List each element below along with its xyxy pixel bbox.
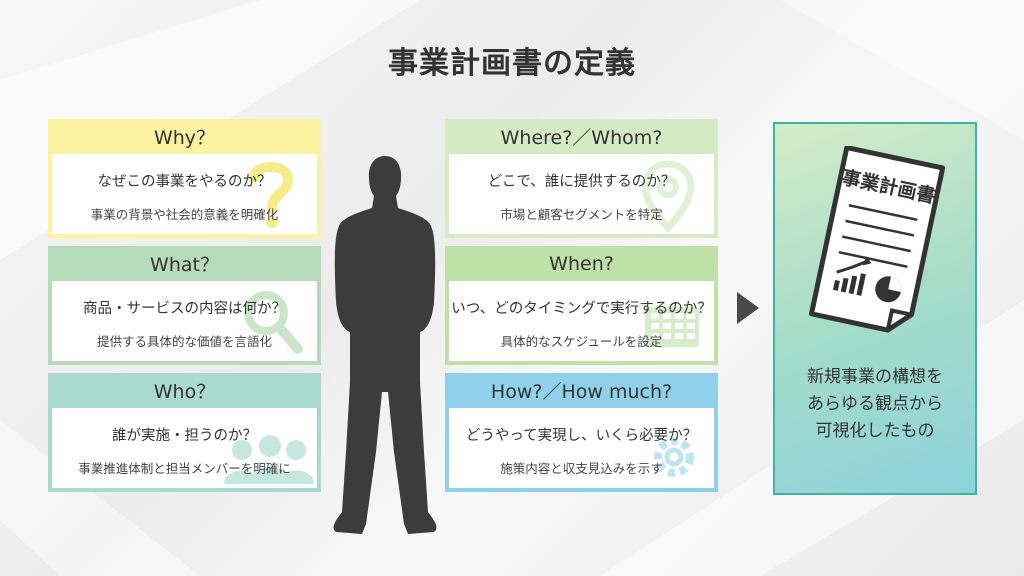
card-why-body: なぜこの事業をやるのか？ 事業の背景や社会的意義を明確化: [52, 154, 317, 234]
magnifier-icon: [244, 291, 303, 354]
card-how-header: How?／How much?: [490, 381, 673, 403]
card-where-body: どこで、誰に提供するのか？ 市場と顧客セグメントを特定: [449, 154, 714, 234]
card-what-body: 商品・サービスの内容は何か？ 提供する具体的な価値を言語化: [52, 281, 317, 361]
card-what-question: 商品・サービスの内容は何か？: [83, 301, 286, 317]
card-why-header: Why？: [153, 127, 216, 149]
card-where-question: どこで、誰に提供するのか？: [487, 174, 676, 190]
card-what-header: What？: [150, 254, 219, 276]
card-who-header: Who？: [153, 381, 216, 403]
result-line-1: 新規事業の構想を: [807, 367, 943, 387]
card-how-question: どうやって実現し、いくら必要か？: [465, 428, 698, 444]
card-how: How?／How much? どうやって実現し、いくら必要か？ 施策内容と収支見…: [445, 373, 718, 492]
card-who-body: 誰が実施・担うのか？ 事業推進体制と担当メンバーを明確に: [52, 408, 317, 488]
card-why-question: なぜこの事業をやるのか？: [97, 174, 272, 190]
card-what: What？ 商品・サービスの内容は何か？ 提供する具体的な価値を言語化: [48, 246, 321, 365]
card-when-question: いつ、どのタイミングで実行するのか？: [451, 301, 712, 317]
card-who-description: 事業推進体制と担当メンバーを明確に: [78, 461, 291, 476]
card-why-description: 事業の背景や社会的意義を明確化: [90, 207, 279, 222]
result-line-3: 可視化したもの: [815, 421, 935, 441]
businessman-silhouette: [333, 156, 437, 534]
arrow-right-icon: [737, 292, 759, 324]
people-icon: [224, 435, 314, 484]
card-where-description: 市場と顧客セグメントを特定: [500, 207, 663, 222]
card-when-header: When?: [549, 252, 614, 275]
card-how-description: 施策内容と収支見込みを示す: [500, 461, 663, 476]
card-how-body: どうやって実現し、いくら必要か？ 施策内容と収支見込みを示す: [449, 408, 714, 488]
card-when-description: 具体的なスケジュールを設定: [500, 334, 663, 349]
result-line-2: あらゆる観点から: [807, 394, 943, 414]
result-box: 事業計画書 新規事業の構想を あらゆる観点から 可視化したもの: [773, 122, 977, 495]
card-where: Where?／Whom? どこで、誰に提供するのか？ 市場と顧客セグメントを特定: [445, 119, 718, 238]
card-who-question: 誰が実施・担うのか？: [112, 428, 257, 444]
document-icon: 事業計画書: [808, 146, 946, 333]
card-why: Why？ なぜこの事業をやるのか？ 事業の背景や社会的意義を明確化: [48, 119, 321, 238]
page-title: 事業計画書の定義: [388, 46, 636, 81]
result-description: 新規事業の構想を あらゆる観点から 可視化したもの: [775, 364, 975, 445]
card-who: Who？ 誰が実施・担うのか？ 事業推進体制と担当メンバーを明確に: [48, 373, 321, 492]
card-what-description: 提供する具体的な価値を言語化: [96, 334, 272, 349]
map-pin-icon: [641, 160, 695, 232]
card-where-header: Where?／Whom?: [500, 127, 663, 149]
card-when-body: いつ、どのタイミングで実行するのか？ 具体的なスケジュールを設定: [449, 281, 714, 361]
card-when: When? いつ、どのタイミングで実行するのか？ 具体的なスケジュールを設定: [445, 246, 718, 365]
